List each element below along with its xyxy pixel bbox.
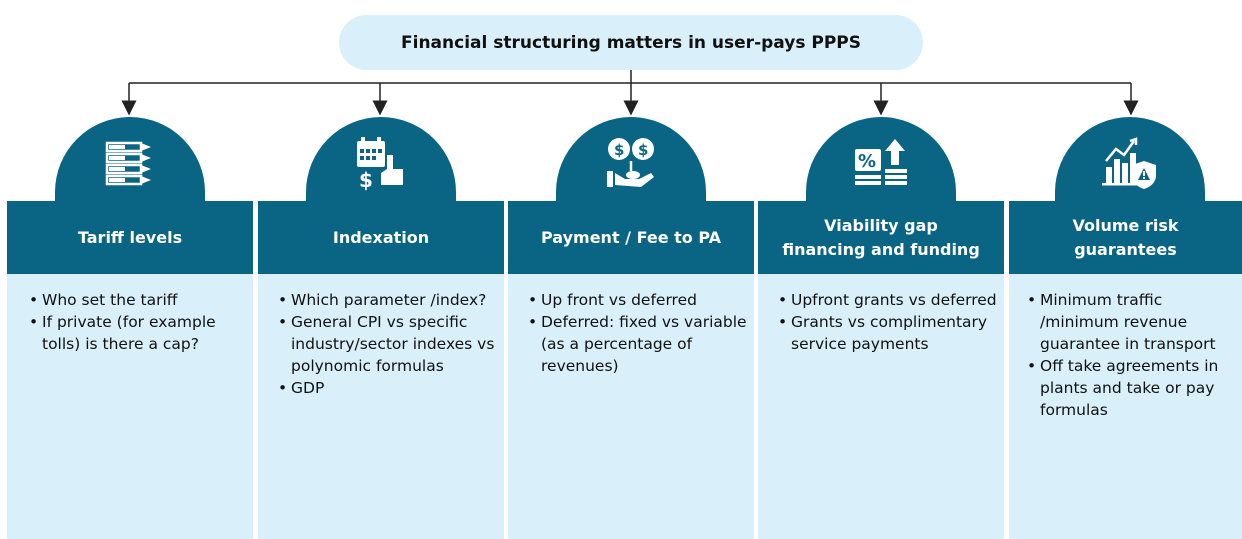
column-indexation: $ Indexation Which parameter /index? Gen… bbox=[258, 117, 504, 539]
bullet-item: Who set the tariff bbox=[29, 289, 253, 311]
column-body: Who set the tariff If private (for examp… bbox=[7, 274, 253, 539]
svg-text:$: $ bbox=[614, 141, 624, 159]
column-body: Up front vs deferred Deferred: fixed vs … bbox=[508, 274, 754, 539]
bullet-item: GDP bbox=[278, 377, 504, 399]
column-payment-fee: $ $ Payment / Fee to PA Up front vs defe… bbox=[508, 117, 754, 539]
column-viability-gap: % Viability gap financing and funding Up… bbox=[758, 117, 1004, 539]
dome: $ $ bbox=[556, 117, 706, 209]
column-header: Payment / Fee to PA bbox=[508, 201, 754, 274]
column-header: Volume risk guarantees bbox=[1009, 201, 1242, 274]
column-tariff-levels: Tariff levels Who set the tariff If priv… bbox=[7, 117, 253, 539]
column-volume-risk: Volume risk guarantees Minimum traffic /… bbox=[1009, 117, 1242, 539]
dome bbox=[55, 117, 205, 209]
bullet-item: Grants vs complimentary service payments bbox=[778, 311, 1004, 355]
chart-shield-warning-icon bbox=[1102, 137, 1156, 189]
bullet-item: Deferred: fixed vs variable (as a percen… bbox=[528, 311, 754, 377]
dome bbox=[1055, 117, 1205, 209]
money-hand-icon: $ $ bbox=[607, 138, 654, 187]
bullet-item: Off take agreements in plants and take o… bbox=[1027, 355, 1220, 421]
bullet-item: Which parameter /index? bbox=[278, 289, 504, 311]
connector-lines bbox=[121, 70, 1139, 116]
column-header: Indexation bbox=[258, 201, 504, 274]
bullet-item: General CPI vs specific industry/sector … bbox=[278, 311, 504, 377]
bullet-item: Minimum traffic /minimum revenue guarant… bbox=[1027, 289, 1238, 355]
svg-text:%: % bbox=[858, 151, 876, 172]
percent-stack-arrow-icon: % bbox=[855, 139, 907, 185]
svg-text:$: $ bbox=[638, 141, 648, 159]
column-header: Viability gap financing and funding bbox=[758, 201, 1004, 274]
svg-text:$: $ bbox=[359, 168, 373, 191]
bullet-item: If private (for example tolls) is there … bbox=[29, 311, 253, 355]
bullet-item: Up front vs deferred bbox=[528, 289, 754, 311]
dome: $ bbox=[306, 117, 456, 209]
column-header: Tariff levels bbox=[7, 201, 253, 274]
column-body: Minimum traffic /minimum revenue guarant… bbox=[1009, 274, 1242, 539]
calendar-hand-money-icon: $ bbox=[357, 137, 403, 191]
dome: % bbox=[806, 117, 956, 209]
diagram-title: Financial structuring matters in user-pa… bbox=[339, 15, 923, 70]
tariff-list-icon bbox=[105, 141, 151, 186]
bullet-item: Upfront grants vs deferred bbox=[778, 289, 1004, 311]
column-body: Which parameter /index? General CPI vs s… bbox=[258, 274, 504, 539]
column-body: Upfront grants vs deferred Grants vs com… bbox=[758, 274, 1004, 539]
